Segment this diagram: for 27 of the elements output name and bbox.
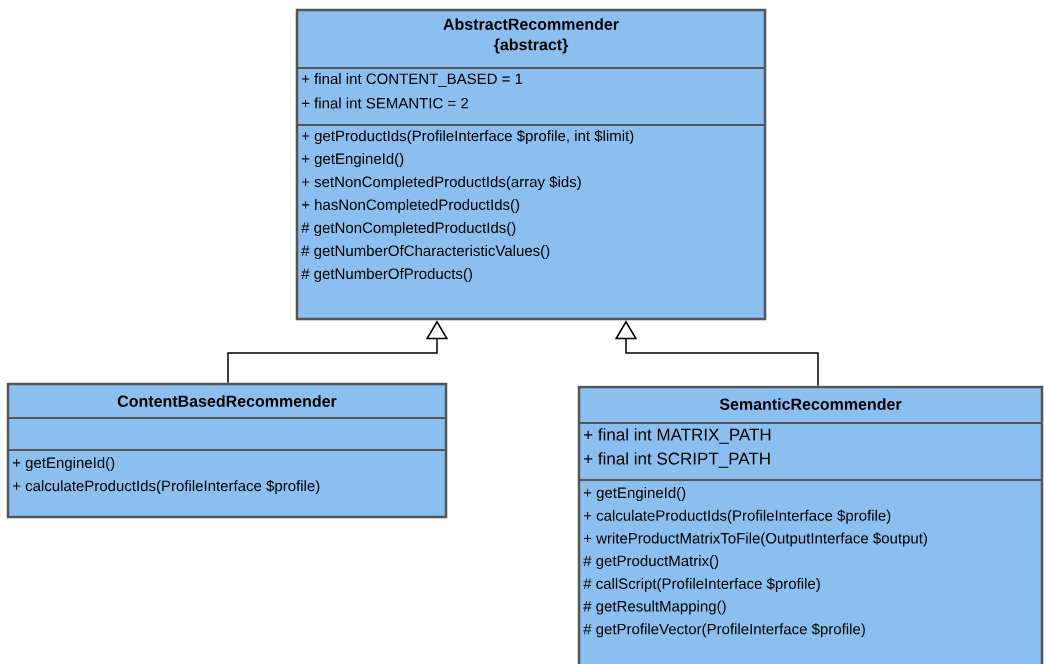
class-name: {abstract} xyxy=(493,38,569,54)
class-box xyxy=(6,382,448,519)
attribute-text: + final int MATRIX_PATH xyxy=(584,428,771,444)
method-text: # getProfileVector(ProfileInterface $profile) xyxy=(583,623,865,638)
method-text: # getNonCompletedProductIds() xyxy=(301,222,516,236)
method-text: + setNonCompletedProductIds(array $ids) xyxy=(301,175,581,191)
method-text: # getProductMatrix() xyxy=(583,555,719,570)
class-name: ContentBasedRecommender xyxy=(117,395,337,407)
class-name: AbstractRecommender xyxy=(443,18,619,30)
method-text: + hasNonCompletedProductIds() xyxy=(301,199,520,213)
method-text: + getEngineId() xyxy=(301,153,404,167)
method-text: + calculateProductIds(ProfileInterface $profile) xyxy=(583,509,891,524)
method-text: + getProductIds(ProfileInterface $profile, int $limit) xyxy=(301,129,634,145)
attribute-text: + final int SEMANTIC = 2 xyxy=(301,97,468,109)
class-name: SemanticRecommender xyxy=(719,398,902,410)
attribute-text: + final int SCRIPT_PATH xyxy=(584,452,770,468)
method-text: # getResultMapping() xyxy=(583,600,726,615)
method-text: + calculateProductIds(ProfileInterface $profile) xyxy=(12,479,320,495)
attribute-text: + final int CONTENT_BASED = 1 xyxy=(301,73,523,87)
method-text: + getEngineId() xyxy=(12,457,115,471)
method-text: + getEngineId() xyxy=(583,487,686,501)
method-text: # getNumberOfCharacteristicValues() xyxy=(301,245,550,259)
class-box xyxy=(295,8,767,321)
method-text: # callScript(ProfileInterface $profile) xyxy=(583,577,820,592)
class-box xyxy=(577,385,1044,664)
method-text: # getNumberOfProducts() xyxy=(301,268,472,282)
method-text: + writeProductMatrixToFile(OutputInterface $output) xyxy=(583,532,927,547)
